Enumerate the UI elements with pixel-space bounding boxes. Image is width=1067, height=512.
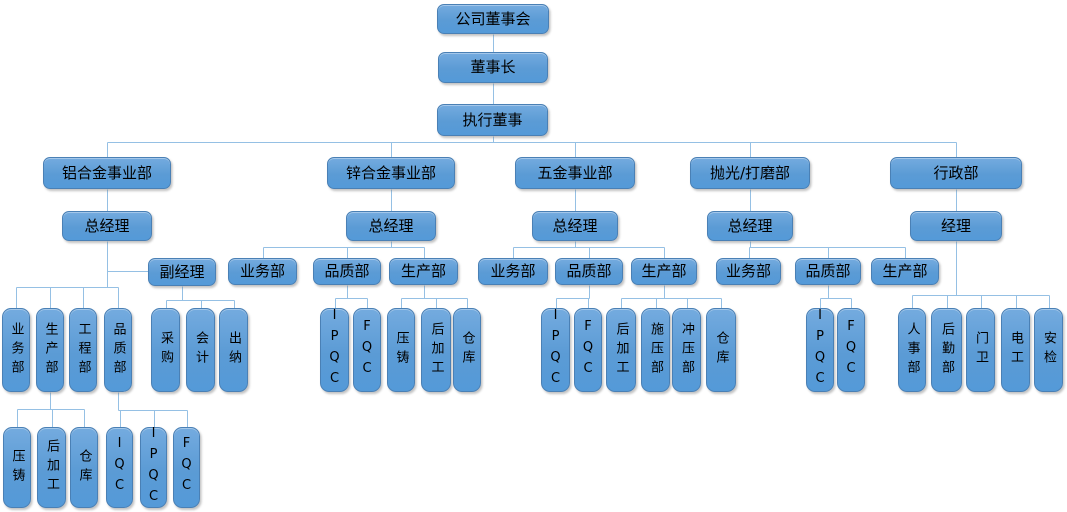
org-node-fqc-aluminum: FQC [173, 427, 200, 508]
org-node-cashier: 出纳 [219, 308, 248, 392]
org-node-board: 公司董事会 [437, 4, 549, 34]
org-node-fqc-hardware: FQC [574, 308, 602, 392]
org-node-postproc-zinc: 后加工 [421, 308, 451, 392]
org-node-diecast-zinc: 压铸 [387, 308, 415, 392]
org-node-hr-dept: 人事部 [898, 308, 926, 392]
org-node-postproc-aluminum: 后加工 [37, 427, 66, 508]
org-node-warehouse-zinc: 仓库 [453, 308, 481, 392]
org-node-fqc-polishing: FQC [837, 308, 865, 392]
org-node-ipqc-zinc: IPQC [320, 308, 349, 392]
org-node-deputy-manager: 副经理 [148, 258, 216, 286]
org-node-prod-hardware: 生产部 [631, 258, 697, 285]
org-node-div-zinc: 锌合金事业部 [327, 157, 455, 189]
org-node-manager-admin: 经理 [910, 211, 1002, 241]
org-node-gm-hardware: 总经理 [532, 211, 618, 241]
org-node-div-polishing: 抛光/打磨部 [690, 157, 810, 189]
org-node-biz-zinc: 业务部 [228, 258, 297, 285]
org-node-qa-hardware: 品质部 [555, 258, 623, 285]
org-node-biz-aluminum: 业务部 [2, 308, 30, 392]
org-node-iqc-aluminum: IQC [106, 427, 133, 508]
org-node-div-hardware: 五金事业部 [515, 157, 635, 189]
org-node-warehouse-aluminum: 仓库 [70, 427, 98, 508]
org-node-logistics-dept: 后勤部 [931, 308, 962, 392]
org-node-qa-polishing: 品质部 [795, 258, 861, 285]
org-node-fqc-zinc: FQC [353, 308, 381, 392]
org-node-purchasing: 采购 [151, 308, 180, 392]
org-node-qa-zinc: 品质部 [313, 258, 381, 285]
org-node-prod-polishing: 生产部 [871, 258, 939, 285]
org-node-stamping-hardware: 冲压部 [672, 308, 701, 392]
org-node-electrician: 电工 [1001, 308, 1030, 392]
org-node-eng-aluminum: 工程部 [69, 308, 97, 392]
org-node-chairman: 董事长 [438, 52, 548, 83]
org-node-gatekeeper: 门卫 [966, 308, 995, 392]
org-node-div-admin: 行政部 [890, 157, 1022, 189]
org-node-exec-director: 执行董事 [437, 104, 548, 136]
org-node-warehouse-hardware: 仓库 [706, 308, 736, 392]
org-node-postproc-hardware: 后加工 [606, 308, 636, 392]
org-node-security-check: 安检 [1034, 308, 1063, 392]
org-node-ipqc-polishing: IPQC [806, 308, 834, 392]
org-node-qa-aluminum: 品质部 [104, 308, 132, 392]
org-node-gm-zinc: 总经理 [346, 211, 436, 241]
org-node-accounting: 会计 [186, 308, 215, 392]
org-node-press-hardware: 施压部 [641, 308, 670, 392]
org-node-prod-zinc: 生产部 [389, 258, 458, 285]
org-node-prod-aluminum: 生产部 [36, 308, 64, 392]
org-node-ipqc-hardware: IPQC [541, 308, 570, 392]
org-node-div-aluminum: 铝合金事业部 [43, 157, 171, 189]
org-node-gm-polishing: 总经理 [707, 211, 793, 241]
org-node-biz-hardware: 业务部 [478, 258, 548, 285]
org-node-biz-polishing: 业务部 [716, 258, 781, 285]
org-node-diecast-aluminum: 压铸 [3, 427, 31, 508]
org-node-ipqc-aluminum: IPQC [140, 426, 167, 510]
org-node-gm-aluminum: 总经理 [62, 211, 152, 241]
